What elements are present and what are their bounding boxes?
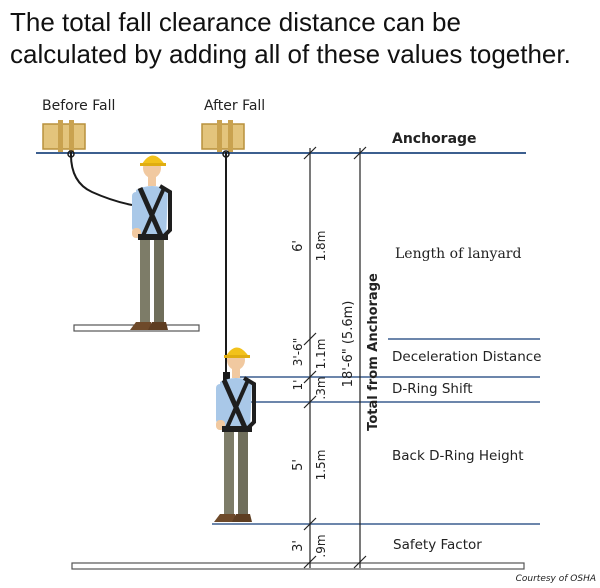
dring-shift-label: D-Ring Shift: [392, 381, 473, 397]
safety-factor-label: Safety Factor: [393, 537, 482, 553]
worker-after-fall: [214, 347, 254, 522]
anchorage-label: Anchorage: [392, 131, 477, 147]
total-distance-value: 18'-6" (5.6m): [341, 301, 356, 388]
dring-height-metric-value: 1.5m: [314, 450, 328, 481]
dring-height-imperial-value: 5': [291, 459, 306, 471]
total-from-anchorage-label: Total from Anchorage: [366, 273, 381, 431]
safety-factor-imperial-value: 3': [291, 540, 306, 552]
ground-surface: [71, 562, 525, 570]
lanyard-length-label: Length of lanyard: [395, 246, 522, 262]
deceleration-metric-value: 1.1m: [314, 339, 328, 370]
worker-before-fall: [130, 155, 170, 330]
before-fall-lanyard: [69, 151, 133, 206]
image-credit: Courtesy of OSHA: [516, 574, 596, 584]
back-dring-height-label: Back D-Ring Height: [392, 448, 524, 464]
lanyard-metric-value: 1.8m: [314, 231, 328, 262]
heading-line-1: The total fall clearance distance can be: [10, 7, 461, 37]
before-fall-anchor-beam: [42, 120, 86, 154]
deceleration-distance-label: Deceleration Distance: [392, 349, 542, 365]
safety-factor-metric-value: .9m: [314, 534, 328, 557]
dring-shift-metric-value: .3m: [314, 376, 328, 399]
dring-shift-imperial-value: 1': [291, 380, 305, 391]
heading: The total fall clearance distance can be…: [10, 6, 590, 70]
lanyard-imperial-value: 6': [291, 240, 306, 252]
after-fall-anchor-beam: [201, 120, 245, 154]
deceleration-imperial-value: 3'-6": [291, 338, 305, 366]
dimension-tick-marks: [303, 146, 367, 569]
after-fall-label: After Fall: [204, 98, 265, 114]
before-fall-label: Before Fall: [42, 98, 115, 114]
heading-line-2: calculated by adding all of these values…: [10, 39, 571, 69]
